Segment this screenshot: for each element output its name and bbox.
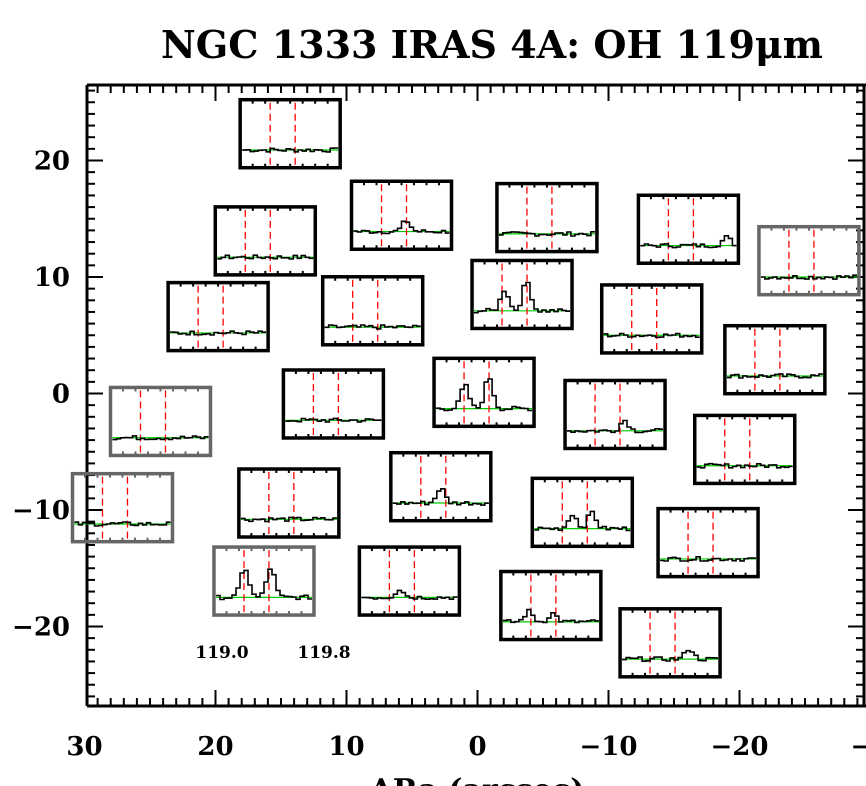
- spaxel-panel: [238, 97, 342, 170]
- plot-axes: [85, 83, 866, 708]
- wavelength-annotation-start: 119.0: [195, 643, 248, 663]
- spectrum-trace: [474, 281, 570, 314]
- spaxel-panel: [599, 283, 704, 355]
- spectrum-trace: [217, 254, 314, 260]
- x-axis-label: ΔRa (arcsec): [370, 773, 585, 786]
- spectrum-trace: [285, 417, 382, 423]
- x-tick-label: −10: [580, 732, 638, 762]
- spaxel-frame: [495, 181, 599, 254]
- spectrum-trace: [436, 378, 532, 412]
- spectrum-trace: [502, 608, 599, 624]
- spaxel-panel: [499, 569, 603, 642]
- spaxel-panel: [212, 545, 316, 617]
- spaxel-frame: [757, 224, 861, 297]
- spaxel-panel: [389, 450, 493, 523]
- spaxel-frame: [563, 378, 667, 451]
- spaxel-panels: [70, 97, 861, 679]
- spaxel-panel: [757, 224, 861, 297]
- y-tick-label: 0: [52, 380, 70, 410]
- spectrum-trace: [361, 589, 458, 600]
- spectrum-trace: [242, 147, 339, 153]
- spectrum-trace: [534, 510, 631, 532]
- spaxel-frame: [499, 569, 603, 642]
- y-tick-label: 20: [34, 147, 70, 177]
- chart-title: NGC 1333 IRAS 4A: OH 119μm: [161, 22, 823, 67]
- spectrum-trace: [696, 462, 793, 469]
- spaxel-frame: [320, 275, 425, 347]
- spaxel-frame: [213, 205, 318, 277]
- spaxel-panel: [108, 385, 213, 458]
- spaxel-frame: [389, 450, 493, 523]
- spectrum-trace: [498, 231, 595, 237]
- x-tick-label: −3: [851, 732, 866, 762]
- spaxel-frame: [357, 545, 462, 617]
- spectrum-trace: [324, 324, 421, 330]
- spaxel-panel: [692, 413, 797, 486]
- spectrum-trace: [353, 220, 450, 235]
- spaxel-frame: [212, 545, 316, 617]
- spaxel-panel: [618, 607, 722, 679]
- x-tick-label: −20: [711, 732, 769, 762]
- x-tick-label: 0: [468, 732, 486, 762]
- tick-labels: 30 20 10 0 −10 −20 −3 20 10 0 −10 −20: [12, 147, 866, 763]
- spaxel-frame: [349, 179, 454, 252]
- spaxel-panel: [530, 476, 635, 549]
- spaxel-panel: [166, 280, 270, 353]
- spaxel-panel: [320, 275, 425, 347]
- spaxel-frame: [166, 280, 270, 353]
- y-tick-label: −20: [12, 613, 70, 643]
- spectrum-trace: [660, 556, 757, 562]
- spectrum-trace: [603, 332, 700, 339]
- spectrum-trace: [392, 488, 489, 506]
- spectrum-trace: [622, 649, 719, 662]
- spectrum-trace: [640, 235, 737, 249]
- spaxel-panel: [656, 506, 760, 579]
- spaxel-panel: [723, 323, 827, 396]
- spaxel-frame: [108, 385, 213, 458]
- spaxel-frame: [238, 97, 342, 170]
- spectrum-trace: [726, 373, 823, 379]
- spectrum-trace: [240, 516, 337, 523]
- spectrum-trace: [170, 330, 267, 336]
- y-tick-label: −10: [12, 496, 70, 526]
- spaxel-frame: [692, 413, 797, 486]
- spectrum-trace: [760, 274, 857, 280]
- spaxel-panel: [470, 258, 574, 331]
- spaxel-frame: [530, 476, 635, 549]
- spaxel-panel: [213, 205, 318, 277]
- x-tick-label: 10: [328, 732, 364, 762]
- spaxel-frame: [281, 368, 386, 440]
- spaxel-panel: [70, 471, 175, 544]
- spaxel-frame: [599, 283, 704, 355]
- spaxel-panel: [495, 181, 599, 254]
- spaxel-frame: [636, 193, 741, 265]
- x-tick-label: 30: [66, 732, 102, 762]
- spaxel-panel: [237, 467, 341, 539]
- spaxel-panel: [349, 179, 454, 252]
- spectrum-trace: [567, 419, 663, 434]
- spaxel-panel: [357, 545, 462, 617]
- x-tick-label: 20: [197, 732, 233, 762]
- spectrum-trace: [112, 435, 209, 441]
- spaxel-frame: [723, 323, 827, 396]
- spaxel-panel: [563, 378, 667, 451]
- spaxel-panel: [636, 193, 741, 265]
- spaxel-panel: [281, 368, 386, 440]
- wavelength-annotation-end: 119.8: [297, 643, 350, 663]
- spaxel-frame: [618, 607, 722, 679]
- spaxel-frame: [237, 467, 341, 539]
- y-tick-label: 10: [34, 263, 70, 293]
- spaxel-panel: [432, 356, 536, 429]
- spectrum-trace: [74, 521, 171, 527]
- spectrum-trace: [216, 568, 312, 601]
- spaxel-frame: [656, 506, 760, 579]
